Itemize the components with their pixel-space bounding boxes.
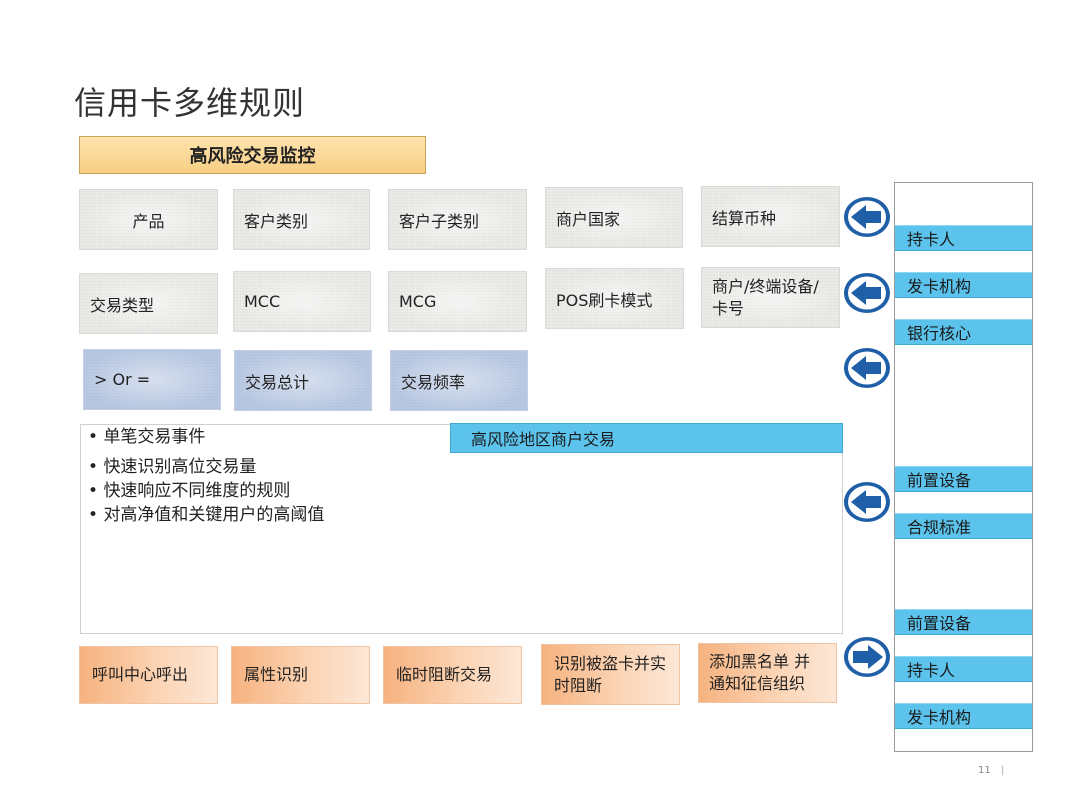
side-label-front-device: 前置设备 xyxy=(895,466,1032,492)
action-call-center: 呼叫中心呼出 xyxy=(79,646,218,704)
side-label-cardholder: 持卡人 xyxy=(895,225,1032,251)
side-label-cardholder: 持卡人 xyxy=(895,656,1032,682)
dimension-mcc: MCC xyxy=(233,271,371,332)
page-number: 11 xyxy=(978,765,991,776)
side-label-issuer: 发卡机构 xyxy=(895,272,1032,298)
rule-item: • 对高净值和关键用户的高阈值 xyxy=(88,505,325,525)
arrow-left-icon xyxy=(844,197,890,237)
action-attribute-identification: 属性识别 xyxy=(231,646,370,704)
arrow-right-icon xyxy=(844,637,890,677)
action-blacklist-notify: 添加黑名单 并通知征信组织 xyxy=(698,643,837,703)
arrow-left-icon xyxy=(844,273,890,313)
dimension-customer-type: 客户类别 xyxy=(233,189,370,250)
rule-item: • 快速响应不同维度的规则 xyxy=(88,481,291,501)
side-label-front-device: 前置设备 xyxy=(895,609,1032,635)
arrow-left-icon xyxy=(844,348,890,388)
dimension-customer-subtype: 客户子类别 xyxy=(388,189,527,250)
rule-item: • 单笔交易事件 xyxy=(88,427,206,447)
dimension-merchant-country: 商户国家 xyxy=(545,187,683,248)
operator-transaction-total: 交易总计 xyxy=(234,350,372,411)
side-label-bank-core: 银行核心 xyxy=(895,319,1032,345)
action-stolen-card-block: 识别被盗卡并实时阻断 xyxy=(541,644,680,705)
rules-box xyxy=(80,424,843,634)
page-separator: | xyxy=(1001,765,1005,776)
dimension-pos-mode: POS刷卡模式 xyxy=(545,268,684,329)
header-box: 高风险交易监控 xyxy=(79,136,426,174)
region-rule-bar: 高风险地区商户交易 xyxy=(450,423,843,453)
dimension-mcg: MCG xyxy=(388,271,527,332)
action-temporary-block: 临时阻断交易 xyxy=(383,646,522,704)
operator-transaction-frequency: 交易频率 xyxy=(390,350,528,411)
dimension-product: 产品 xyxy=(79,189,218,250)
dimension-transaction-type: 交易类型 xyxy=(79,273,218,334)
rule-item: • 快速识别高位交易量 xyxy=(88,457,257,477)
rules-list: • 单笔交易事件 • 快速识别高位交易量 • 快速响应不同维度的规则 • 对高净… xyxy=(88,425,324,527)
dimension-merchant-terminal-card: 商户/终端设备/卡号 xyxy=(701,267,840,328)
arrow-left-icon xyxy=(844,482,890,522)
page-title: 信用卡多维规则 xyxy=(74,84,306,122)
side-label-issuer: 发卡机构 xyxy=(895,703,1032,729)
operator-comparison: > Or = xyxy=(83,349,221,410)
dimension-settlement-currency: 结算币种 xyxy=(701,186,840,247)
side-label-compliance: 合规标准 xyxy=(895,513,1032,539)
